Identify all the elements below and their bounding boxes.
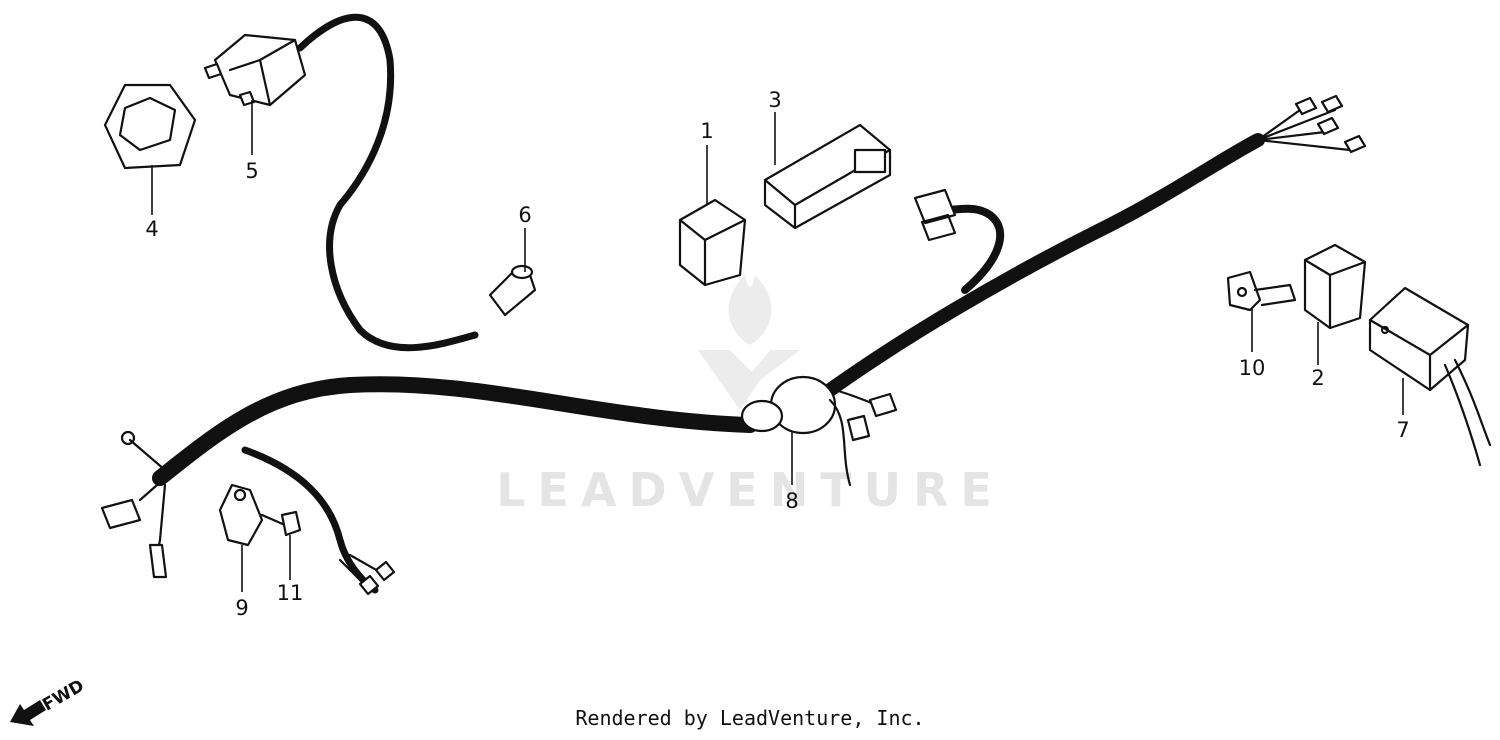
part-7-regulator [1368,286,1492,467]
part-9-clamp [218,483,264,547]
part-5-ignition-coil [203,13,479,352]
footer-credit: Rendered by LeadVenture, Inc. [575,706,925,730]
callout-1: 1 [700,119,713,143]
callout-9: 9 [235,596,248,620]
fwd-indicator: FWD [10,676,88,726]
watermark-text: LEADVENTURE [496,463,1004,517]
callout-4: 4 [145,217,158,241]
callout-7: 7 [1396,418,1409,442]
part-1-cap [678,198,747,287]
part-6-plug-cap [488,264,537,317]
part-2-cap [1303,243,1367,330]
callout-8: 8 [785,489,798,513]
callout-2: 2 [1311,366,1324,390]
part-3-cdi-unit [763,123,892,230]
callout-11: 11 [277,581,304,605]
callout-3: 3 [768,88,781,112]
main-harness [100,94,1367,596]
callout-6: 6 [518,203,531,227]
harness-grommet [769,375,837,435]
part-11-bolt [260,510,302,537]
watermark-logo: LEADVENTURE [496,275,1004,517]
part-10-bracket [1226,270,1297,312]
callout-5: 5 [245,159,258,183]
arrow-left-down-icon [10,700,46,726]
callout-10: 10 [1239,356,1266,380]
part-4-hex-cap [103,83,197,170]
